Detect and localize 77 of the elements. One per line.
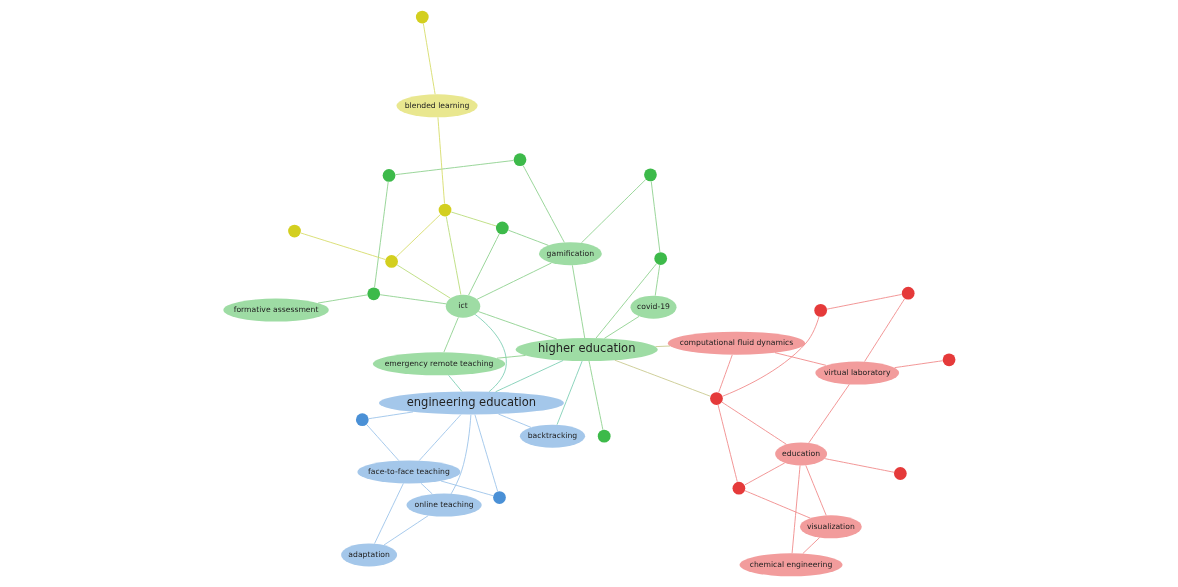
node-ellipse: higher education: [515, 338, 658, 362]
connector: [447, 374, 462, 392]
connector: [717, 404, 738, 483]
connector: [721, 401, 787, 445]
connector: [395, 214, 441, 258]
node-circle: [709, 392, 723, 405]
node-circle: [732, 481, 745, 495]
node-circle: [382, 169, 395, 182]
connector: [450, 414, 471, 495]
connector: [654, 264, 660, 297]
connector: [422, 22, 436, 95]
connector: [496, 355, 526, 359]
node-circle: [901, 286, 915, 300]
connector: [613, 359, 711, 397]
node-circle: [287, 224, 301, 238]
node-circle: [355, 413, 369, 427]
connector: [507, 229, 549, 246]
connector: [791, 465, 800, 554]
connector: [893, 360, 943, 369]
connector: [299, 232, 386, 260]
connector: [801, 537, 820, 555]
connector: [373, 482, 404, 544]
node-circle: [513, 153, 526, 167]
node-circle: [492, 491, 506, 504]
connector: [654, 345, 670, 348]
connector: [774, 352, 826, 366]
connector: [418, 414, 461, 461]
node-circle: [415, 10, 429, 24]
connector: [367, 411, 413, 420]
connector: [522, 164, 565, 243]
connector: [571, 264, 585, 339]
connector: [863, 298, 905, 362]
connector: [373, 181, 389, 288]
connector: [717, 354, 733, 393]
connector: [807, 384, 850, 444]
connector: [603, 315, 639, 339]
connector: [439, 480, 494, 497]
node-circle: [597, 429, 611, 443]
connector: [580, 179, 646, 244]
node-circle: [653, 252, 667, 265]
connector: [824, 458, 894, 473]
connector: [494, 360, 564, 393]
node-circle: [438, 203, 451, 217]
node-ellipse: engineering education: [378, 391, 564, 415]
connector: [420, 482, 433, 495]
connector: [365, 424, 399, 461]
connector: [396, 264, 451, 299]
node-circle: [942, 353, 955, 367]
node-circle: [643, 168, 657, 182]
node-circle: [384, 255, 398, 268]
connector: [445, 215, 461, 296]
connector: [743, 462, 785, 486]
connector: [473, 414, 498, 492]
connector: [437, 116, 445, 204]
connector: [497, 413, 531, 428]
node-circle: [495, 221, 509, 235]
node-circle: [366, 287, 380, 301]
connector: [379, 294, 446, 305]
connector: [442, 316, 459, 353]
connector: [744, 490, 811, 519]
connector: [595, 263, 657, 339]
connector: [650, 180, 660, 253]
connector: [721, 316, 819, 397]
connector: [556, 360, 583, 426]
connector: [588, 360, 603, 431]
connector: [382, 515, 429, 546]
connector: [467, 233, 500, 296]
connector: [826, 294, 902, 310]
connector: [477, 311, 557, 340]
connector: [394, 160, 514, 176]
connector: [476, 262, 552, 300]
node-circle: [813, 304, 827, 317]
node-circle: [893, 467, 907, 480]
connector: [317, 294, 368, 304]
connector: [450, 211, 497, 227]
connector: [474, 314, 507, 393]
connector: [804, 465, 827, 516]
